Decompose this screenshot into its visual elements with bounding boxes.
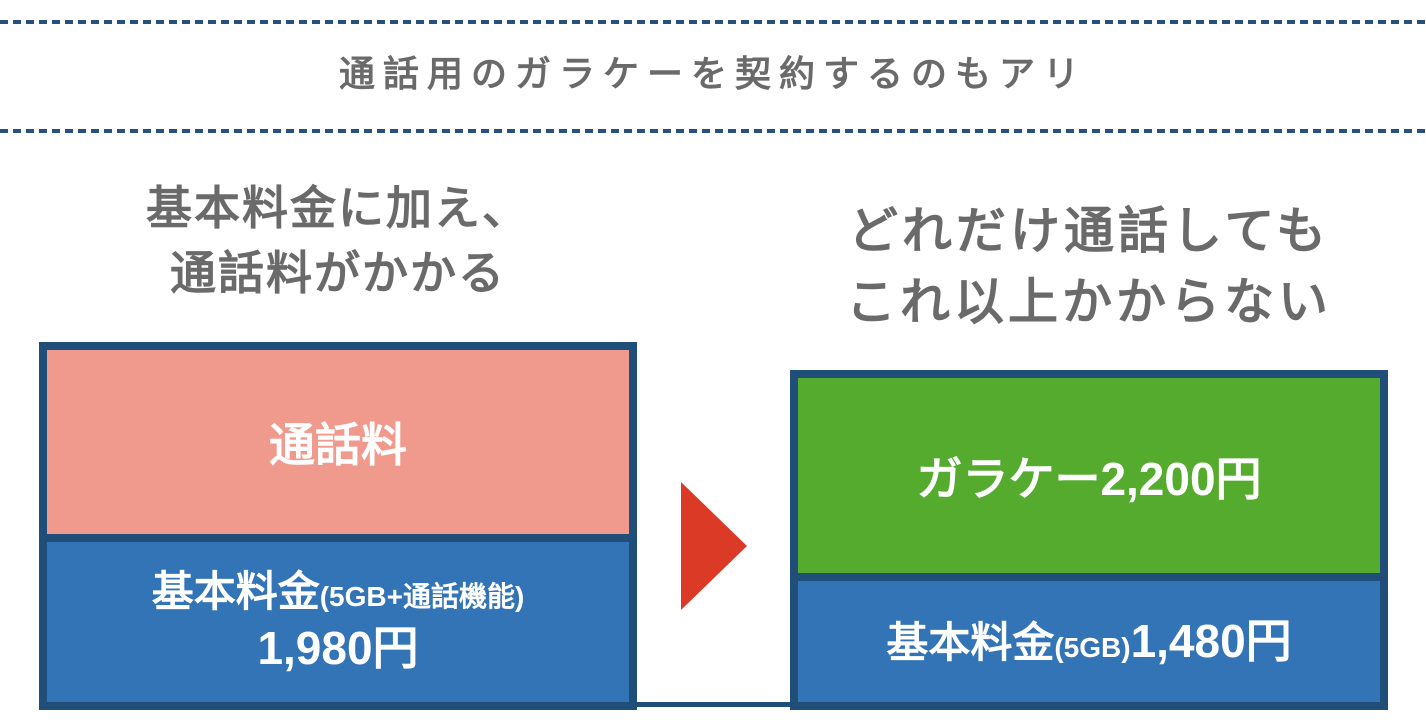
left-base-fee-price: 1,980円 <box>257 622 419 675</box>
call-charge-label: 通話料 <box>269 419 407 471</box>
right-base-fee-label: 基本料金(5GB)1,480円 <box>886 612 1291 672</box>
right-base-fee-price: 1,480円 <box>1130 614 1292 667</box>
left-heading-line1: 基本料金に加え、 <box>146 182 530 234</box>
left-base-fee-section: 基本料金(5GB+通話機能) 1,980円 <box>47 534 629 702</box>
left-heading-line2: 通話料がかかる <box>170 247 506 300</box>
right-arrow-icon <box>681 482 747 610</box>
left-base-fee-main: 基本料金 <box>151 567 320 615</box>
left-heading: 基本料金に加え、 通話料がかかる <box>39 176 637 307</box>
dotted-divider-bottom <box>0 129 1426 133</box>
right-base-fee-section: 基本料金(5GB)1,480円 <box>798 573 1380 702</box>
right-heading-line2: これ以上かからない <box>846 274 1332 330</box>
right-heading-line1: どれだけ通話しても <box>848 203 1330 259</box>
right-cost-stack: ガラケー2,200円 基本料金(5GB)1,480円 <box>790 370 1388 710</box>
call-charge-section: 通話料 <box>47 350 629 534</box>
left-base-fee-sub: (5GB+通話機能) <box>319 580 525 612</box>
baseline-rule <box>39 702 1388 707</box>
left-base-fee-label: 基本料金(5GB+通話機能) <box>152 565 525 620</box>
feature-phone-section: ガラケー2,200円 <box>798 378 1380 573</box>
page-title: 通話用のガラケーを契約するのもアリ <box>338 53 1087 94</box>
right-heading: どれだけ通話しても これ以上かからない <box>790 196 1388 338</box>
right-base-fee-main: 基本料金 <box>886 618 1055 666</box>
left-cost-stack: 通話料 基本料金(5GB+通話機能) 1,980円 <box>39 342 637 710</box>
right-base-fee-sub: (5GB) <box>1054 631 1131 663</box>
feature-phone-label: ガラケー2,200円 <box>916 452 1262 505</box>
dotted-divider-top <box>0 20 1426 24</box>
